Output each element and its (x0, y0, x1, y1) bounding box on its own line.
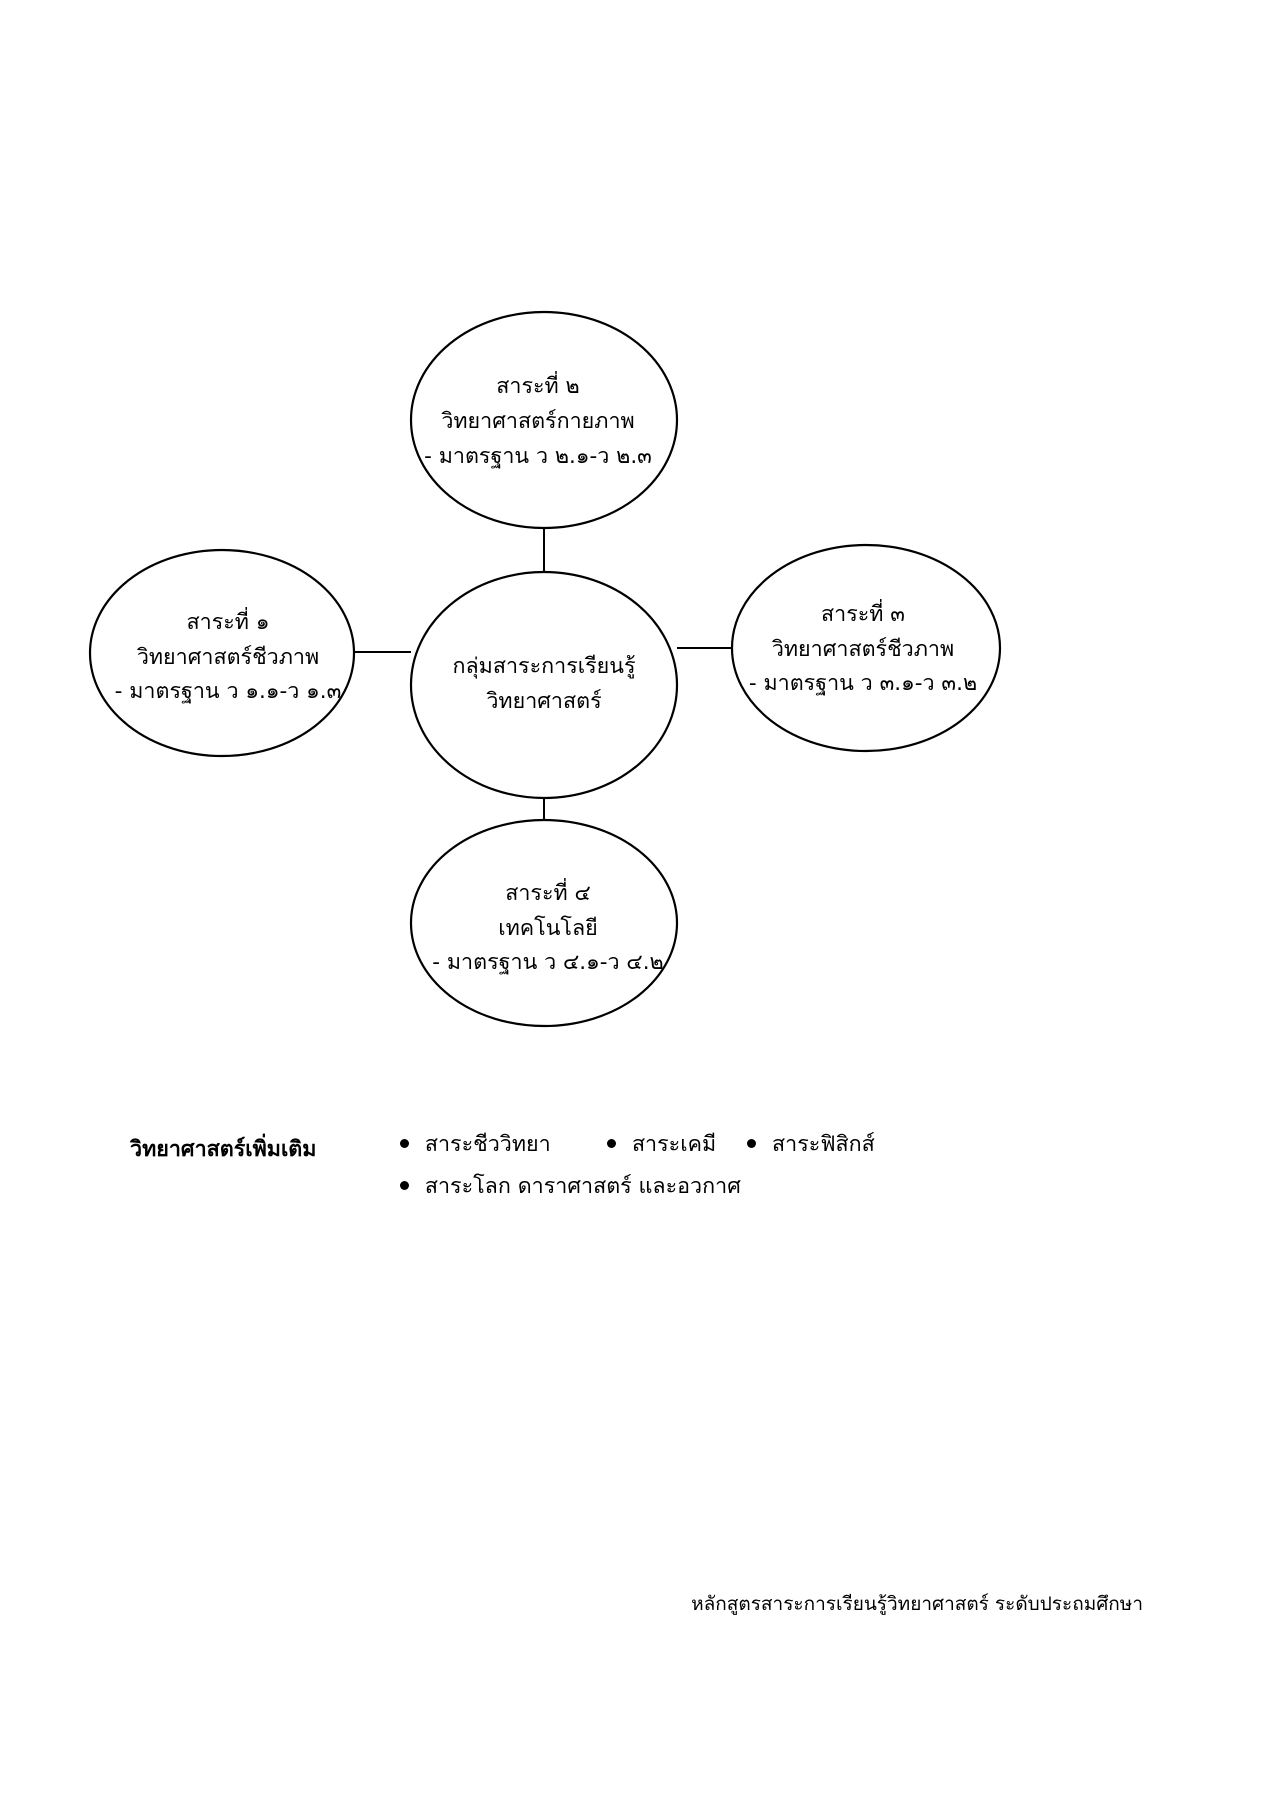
node-left-line-3: - มาตรฐาน ว ๑.๑-ว ๑.๓ (114, 679, 342, 705)
legend-item-label: สาระโลก ดาราศาสตร์ และอวกาศ (424, 1174, 741, 1199)
ellipse-center (409, 570, 679, 800)
legend-row: สาระโลก ดาราศาสตร์ และอวกาศ (400, 1166, 1140, 1208)
node-bottom-line-2: เทคโนโลยี (498, 915, 598, 941)
legend-item-label: สาระฟิสิกส์ (772, 1132, 875, 1157)
legend-item-physics: สาระฟิสิกส์ (747, 1124, 875, 1166)
legend-item-earth-astronomy-space: สาระโลก ดาราศาสตร์ และอวกาศ (400, 1166, 741, 1208)
node-right-label: สาระที่ ๓ วิทยาศาสตร์ชีวภาพ - มาตรฐาน ว … (723, 570, 1003, 730)
node-right-line-1: สาระที่ ๓ (821, 601, 905, 627)
node-center-line-1: กลุ่มสาระการเรียนรู้ (452, 654, 636, 680)
legend-items: สาระชีววิทยา สาระเคมี สาระฟิสิกส์ สาระโล… (400, 1124, 1140, 1208)
ellipse-bottom (409, 818, 679, 1028)
node-left-line-2: วิทยาศาสตร์ชีวภาพ (136, 644, 320, 670)
footer-note: หลักสูตรสาระการเรียนรู้วิทยาศาสตร์ ระดับ… (691, 1593, 1143, 1615)
node-right-line-2: วิทยาศาสตร์ชีวภาพ (771, 636, 955, 662)
legend-item-chemistry: สาระเคมี (607, 1124, 742, 1166)
bullet-icon (747, 1138, 757, 1148)
node-bottom-line-1: สาระที่ ๔ (505, 880, 591, 906)
bullet-icon (607, 1138, 617, 1148)
node-top-line-1: สาระที่ ๒ (496, 374, 580, 400)
node-top-line-2: วิทยาศาสตร์กายภาพ (441, 409, 635, 435)
ellipse-top (409, 310, 679, 530)
node-left-line-1: สาระที่ ๑ (186, 609, 270, 635)
node-bottom-line-3: - มาตรฐาน ว ๔.๑-ว ๔.๒ (432, 950, 664, 976)
concept-map-svg (88, 310, 1002, 1028)
node-center-label: กลุ่มสาระการเรียนรู้ วิทยาศาสตร์ (408, 626, 680, 744)
node-left-label: สาระที่ ๑ วิทยาศาสตร์ชีวภาพ - มาตรฐาน ว … (88, 578, 368, 738)
legend-item-biology: สาระชีววิทยา (400, 1124, 602, 1166)
node-bottom-label: สาระที่ ๔ เทคโนโลยี - มาตรฐาน ว ๔.๑-ว ๔.… (408, 850, 688, 1008)
bullet-icon (400, 1180, 409, 1190)
diagram-canvas: สาระที่ ๒ วิทยาศาสตร์กายภาพ - มาตรฐาน ว … (88, 310, 1003, 1028)
node-top-label: สาระที่ ๒ วิทยาศาสตร์กายภาพ - มาตรฐาน ว … (398, 345, 678, 500)
node-top-line-3: - มาตรฐาน ว ๒.๑-ว ๒.๓ (424, 443, 652, 469)
legend-item-label: สาระเคมี (631, 1132, 717, 1157)
ellipse-right (730, 543, 1002, 753)
ellipse-left (88, 548, 356, 758)
node-center-line-2: วิทยาศาสตร์ (486, 689, 602, 714)
legend-item-label: สาระชีววิทยา (424, 1132, 551, 1157)
legend-row: สาระชีววิทยา สาระเคมี สาระฟิสิกส์ (400, 1124, 1140, 1166)
bullet-icon (400, 1138, 409, 1148)
legend-title: วิทยาศาสตร์เพิ่มเติม (130, 1137, 317, 1162)
node-right-line-3: - มาตรฐาน ว ๓.๑-ว ๓.๒ (748, 671, 978, 697)
